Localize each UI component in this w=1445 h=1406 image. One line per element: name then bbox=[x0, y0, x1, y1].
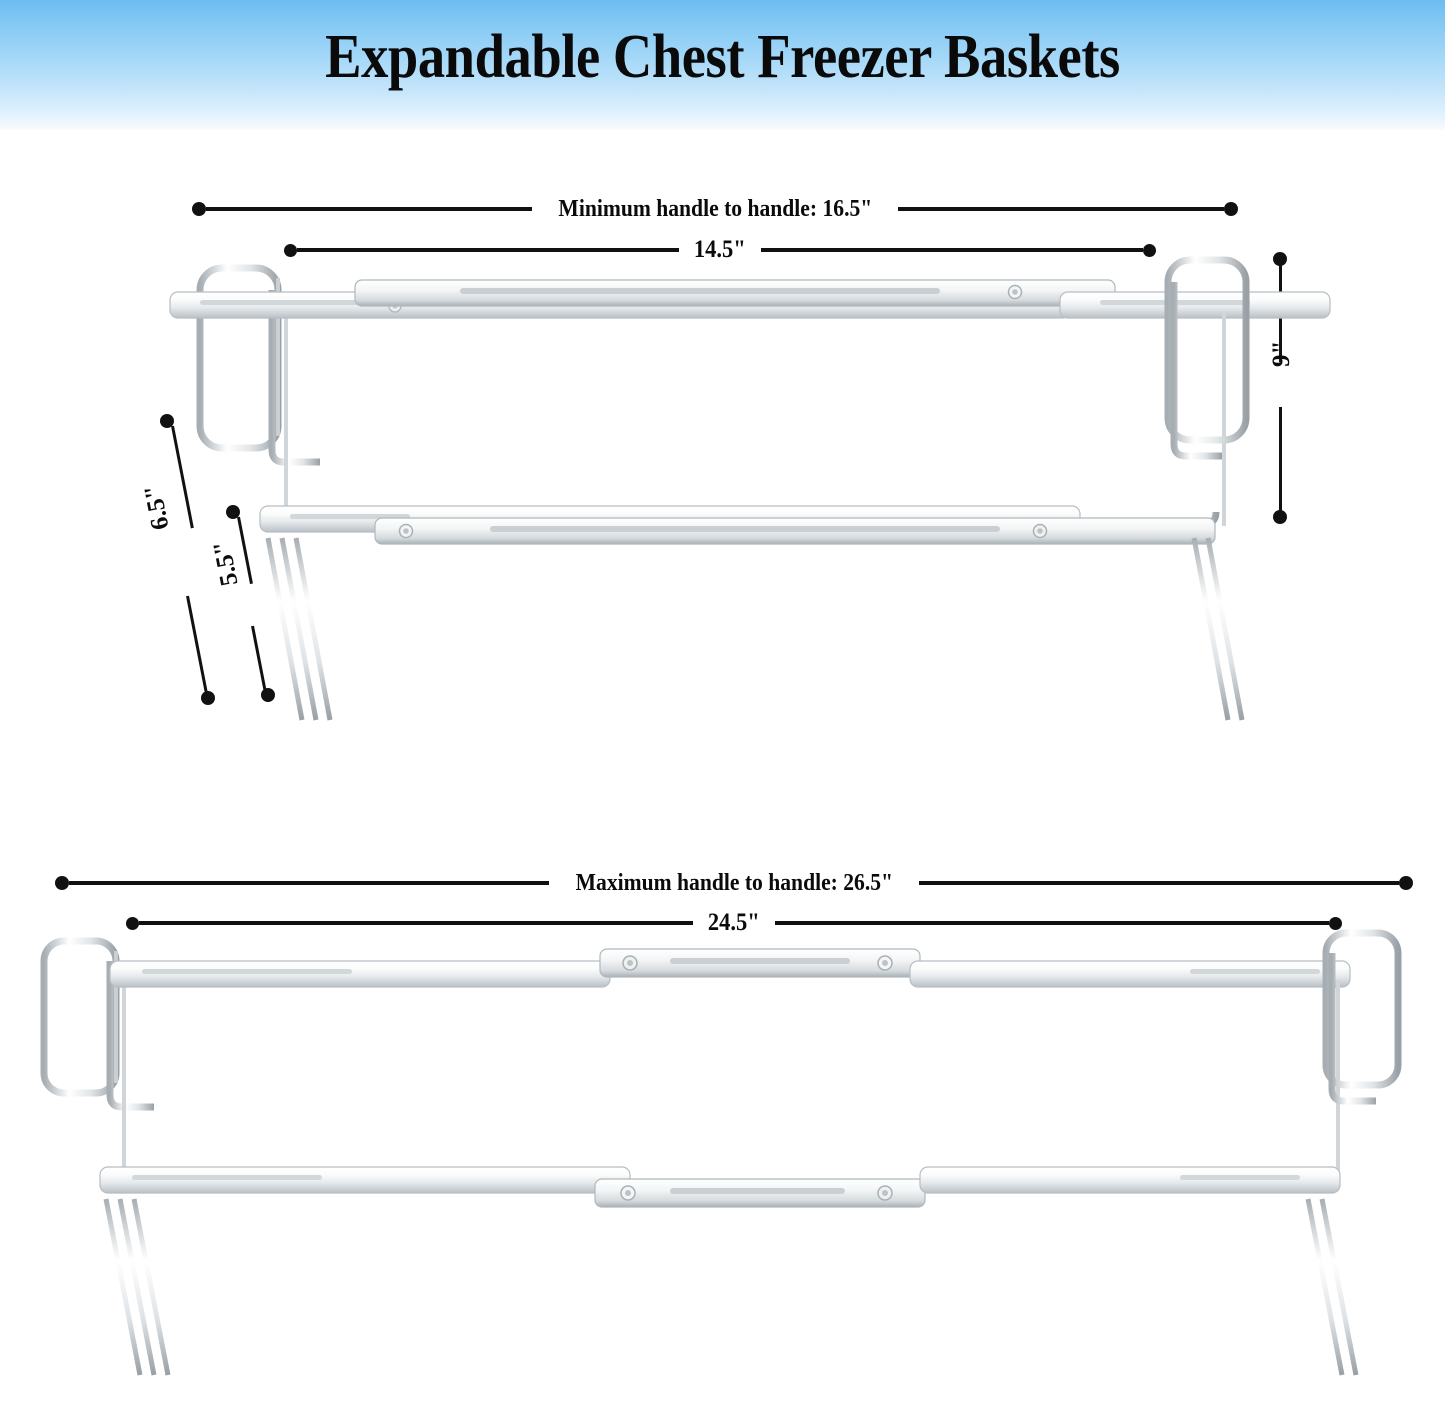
page-title: Expandable Chest Freezer Baskets bbox=[325, 23, 1120, 91]
dimension-dot-top bbox=[160, 414, 174, 428]
dimension-min-frame-width: 14.5" bbox=[284, 236, 1157, 263]
top-rail-left bbox=[109, 960, 611, 988]
dimension-dot-right bbox=[1143, 243, 1157, 257]
dimension-label-depth: 9" bbox=[1268, 340, 1295, 367]
dimension-rule-bottom bbox=[1279, 407, 1282, 515]
mesh-side-right bbox=[1305, 1198, 1362, 1376]
dimension-max-handle-to-handle: Maximum handle to handle: 26.5" bbox=[55, 870, 1413, 896]
cage-vertical-wires bbox=[215, 982, 1293, 1174]
cage-vertical-wires bbox=[372, 313, 1179, 515]
frame-post-left bbox=[273, 296, 288, 522]
dimension-dot-right bbox=[1399, 876, 1413, 890]
bottom-rail-left bbox=[99, 1166, 631, 1194]
dimension-max-frame-width: 24.5" bbox=[126, 909, 1343, 936]
dimension-rule-left bbox=[69, 881, 549, 885]
dimension-rule-left bbox=[297, 248, 680, 252]
dimension-label-max-handle: Maximum handle to handle: 26.5" bbox=[575, 869, 893, 896]
dimension-rule-right bbox=[898, 207, 1225, 211]
dimension-rule-right bbox=[774, 921, 1330, 925]
dimension-dot-left bbox=[284, 243, 297, 257]
minimum-basket-svg bbox=[169, 256, 1331, 748]
frame-post-left bbox=[111, 965, 126, 1181]
bottom-rail-slider bbox=[594, 1178, 926, 1208]
dimension-dot-left bbox=[192, 202, 206, 216]
dimension-dot-bottom bbox=[1273, 510, 1287, 524]
top-rail-slider bbox=[599, 948, 921, 978]
bottom-rail-slider bbox=[374, 517, 1216, 545]
header-banner: Expandable Chest Freezer Baskets bbox=[0, 0, 1445, 131]
dimension-height-inner: 5.5" bbox=[208, 502, 318, 717]
mesh-side-left bbox=[103, 1198, 295, 1376]
maximum-basket-image bbox=[30, 925, 1430, 1406]
dimension-label-min-width: 14.5" bbox=[694, 236, 746, 263]
mesh-front-grid bbox=[155, 1198, 1327, 1406]
dimension-dot-top bbox=[1273, 252, 1287, 266]
minimum-basket-image bbox=[160, 250, 1331, 750]
dimension-label-min-handle: Minimum handle to handle: 16.5" bbox=[558, 195, 872, 222]
dimension-dot-left bbox=[55, 876, 69, 890]
dimension-rule-right bbox=[919, 881, 1399, 885]
dimension-rule-left bbox=[206, 207, 532, 211]
mesh-side-left bbox=[265, 537, 460, 721]
top-rail-right bbox=[1059, 291, 1331, 319]
mesh-front-grid bbox=[317, 539, 1185, 748]
dimension-height-outer: 6.5" bbox=[139, 410, 250, 720]
dimension-dot-bottom bbox=[261, 688, 275, 702]
dimension-dot-bottom bbox=[201, 691, 215, 705]
dimension-dot-right bbox=[1224, 202, 1239, 216]
maximum-basket-svg bbox=[40, 929, 1402, 1406]
top-rail-slider bbox=[354, 279, 1116, 307]
handle-right bbox=[1164, 256, 1250, 460]
dimension-rule-right bbox=[760, 248, 1144, 252]
dimension-dot-left bbox=[126, 916, 139, 930]
dimension-label-max-width: 24.5" bbox=[708, 909, 760, 936]
mesh-side-right bbox=[1160, 537, 1245, 721]
bottom-rail-right bbox=[919, 1166, 1341, 1194]
top-rail-right bbox=[909, 960, 1351, 988]
handle-right bbox=[1322, 929, 1402, 1105]
dimension-min-handle-to-handle: Minimum handle to handle: 16.5" bbox=[192, 196, 1239, 222]
dimension-rule-left bbox=[139, 921, 694, 925]
dimension-dot-right bbox=[1329, 916, 1343, 930]
dimension-dot-top bbox=[226, 505, 240, 519]
